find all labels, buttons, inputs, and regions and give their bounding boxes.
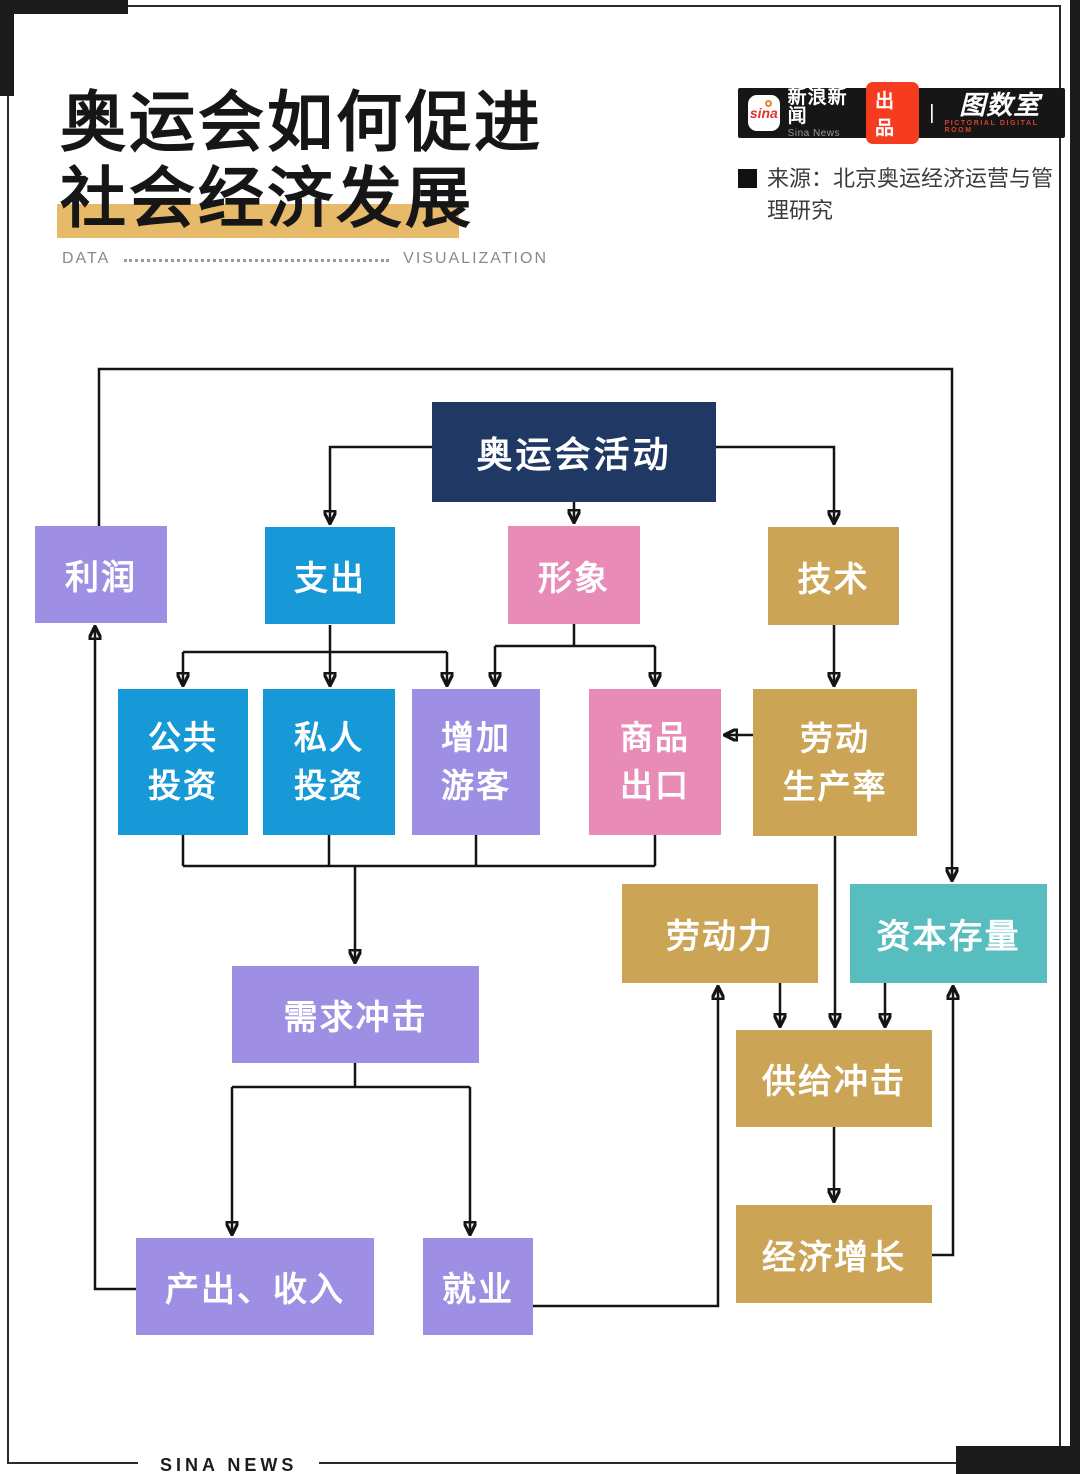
edge-olympics-expenditure — [330, 445, 432, 522]
node-supply-shock: 供给冲击 — [736, 1030, 932, 1127]
edge-economic-growth-capital-stock — [932, 988, 953, 1257]
page-title-line2: 社会经济发展 — [60, 161, 474, 235]
studio-logo-text: 图数室 — [959, 90, 1041, 120]
node-technology: 技术 — [768, 527, 899, 625]
node-private-investment: 私人 投资 — [263, 689, 395, 835]
data-label: DATA — [62, 250, 111, 267]
corner-accent-top-left — [0, 0, 128, 14]
node-demand-shock: 需求冲击 — [232, 966, 479, 1063]
brand-name-zh: 新浪新闻 — [787, 86, 848, 127]
footer-brand: SINA NEWS — [138, 1450, 320, 1474]
brand-name-en: Sina News — [787, 127, 840, 139]
studio-tagline: PICTORIAL DIGITAL ROOM — [944, 120, 1039, 134]
node-profit: 利润 — [35, 526, 167, 623]
sina-eye-icon — [764, 100, 772, 107]
edge-employment-labor-force — [533, 988, 718, 1308]
brand-names: 新浪新闻 Sina News — [788, 88, 858, 139]
node-more-tourists: 增加 游客 — [412, 689, 540, 835]
node-capital-stock: 资本存量 — [850, 884, 1047, 983]
right-edge-bar — [1070, 0, 1080, 1474]
bar-divider: | — [929, 101, 935, 124]
node-economic-growth: 经济增长 — [736, 1205, 932, 1303]
sina-logo-icon: sina — [748, 95, 780, 131]
edge-output-income-profit — [95, 628, 136, 1291]
node-commodity-export: 商品 出口 — [589, 689, 721, 835]
node-labor-productivity: 劳动 生产率 — [753, 689, 917, 836]
edge-olympics-technology — [716, 445, 834, 522]
node-image: 形象 — [508, 526, 640, 624]
node-employment: 就业 — [423, 1238, 533, 1335]
title-highlight-bar — [57, 204, 459, 238]
sina-logo-text: sina — [749, 105, 778, 121]
page-title-line1: 奥运会如何促进 — [60, 85, 543, 159]
brand-bar: sina 新浪新闻 Sina News 出品 | 图数室 PICTORIAL D… — [738, 82, 1065, 144]
chupin-badge: 出品 — [866, 82, 920, 144]
edge-profit-capital-stock — [97, 367, 952, 879]
corner-accent-top-left-vertical — [0, 0, 14, 96]
node-output-income: 产出、收入 — [136, 1238, 374, 1335]
node-olympics: 奥运会活动 — [432, 402, 716, 502]
square-bullet-icon — [738, 169, 757, 188]
corner-accent-bottom-right — [956, 1446, 1080, 1474]
node-expenditure: 支出 — [265, 527, 395, 624]
visualization-label: VISUALIZATION — [403, 250, 548, 267]
studio-logo: 图数室 PICTORIAL DIGITAL ROOM — [944, 92, 1055, 134]
node-labor-force: 劳动力 — [622, 884, 818, 983]
data-visualization-strip: DATA VISUALIZATION — [62, 250, 548, 268]
source-note: 来源：北京奥运经济运营与管理研究 — [738, 163, 1060, 227]
page-frame — [7, 5, 1061, 1464]
dotted-divider — [124, 258, 390, 262]
node-public-investment: 公共 投资 — [118, 689, 248, 835]
source-text: 来源：北京奥运经济运营与管理研究 — [767, 166, 1054, 223]
